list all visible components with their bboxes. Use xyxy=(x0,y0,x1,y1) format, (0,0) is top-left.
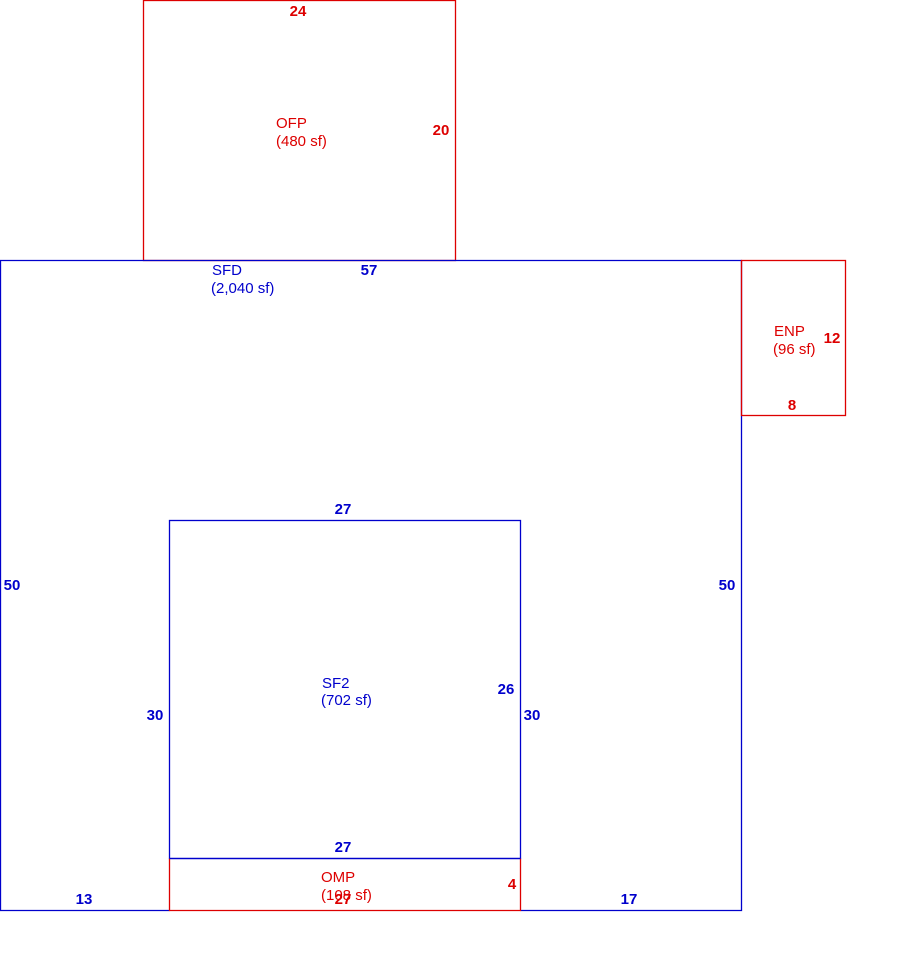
ofp-dim-right: 20 xyxy=(433,122,450,139)
ofp-dim-top: 24 xyxy=(290,3,307,20)
omp-dim-right: 4 xyxy=(508,876,517,893)
sfd-code: SFD xyxy=(212,262,242,279)
enp-dim-bottom: 8 xyxy=(788,397,796,414)
sfd-outline xyxy=(0,259,743,912)
enp-outline xyxy=(740,259,847,417)
omp-area: (108 sf) xyxy=(321,887,372,904)
sfd-dim-top: 57 xyxy=(361,262,378,279)
sfd-dim-bottom-left: 13 xyxy=(76,891,93,908)
sf2-dim-bottom: 27 xyxy=(335,839,352,856)
sf2-dim-right-inner: 26 xyxy=(498,681,515,698)
sf2-dim-top: 27 xyxy=(335,501,352,518)
sfd-dim-left: 50 xyxy=(4,577,21,594)
omp-code: OMP xyxy=(321,869,355,886)
omp-outline xyxy=(168,858,522,912)
enp-code: ENP xyxy=(774,323,805,340)
sf2-dim-right-outer: 30 xyxy=(524,707,541,724)
sf2-area: (702 sf) xyxy=(321,692,372,709)
enp-dim-right: 12 xyxy=(824,330,841,347)
sf2-dim-left: 30 xyxy=(147,707,164,724)
sfd-dim-right: 50 xyxy=(719,577,736,594)
ofp-code: OFP xyxy=(276,115,307,132)
enp-area: (96 sf) xyxy=(773,341,816,358)
sf2-code: SF2 xyxy=(322,675,350,692)
ofp-area: (480 sf) xyxy=(276,133,327,150)
omp-dim-bottom: 27 xyxy=(335,891,352,908)
sfd-dim-bottom-right: 17 xyxy=(621,891,638,908)
sfd-area: (2,040 sf) xyxy=(211,280,274,297)
